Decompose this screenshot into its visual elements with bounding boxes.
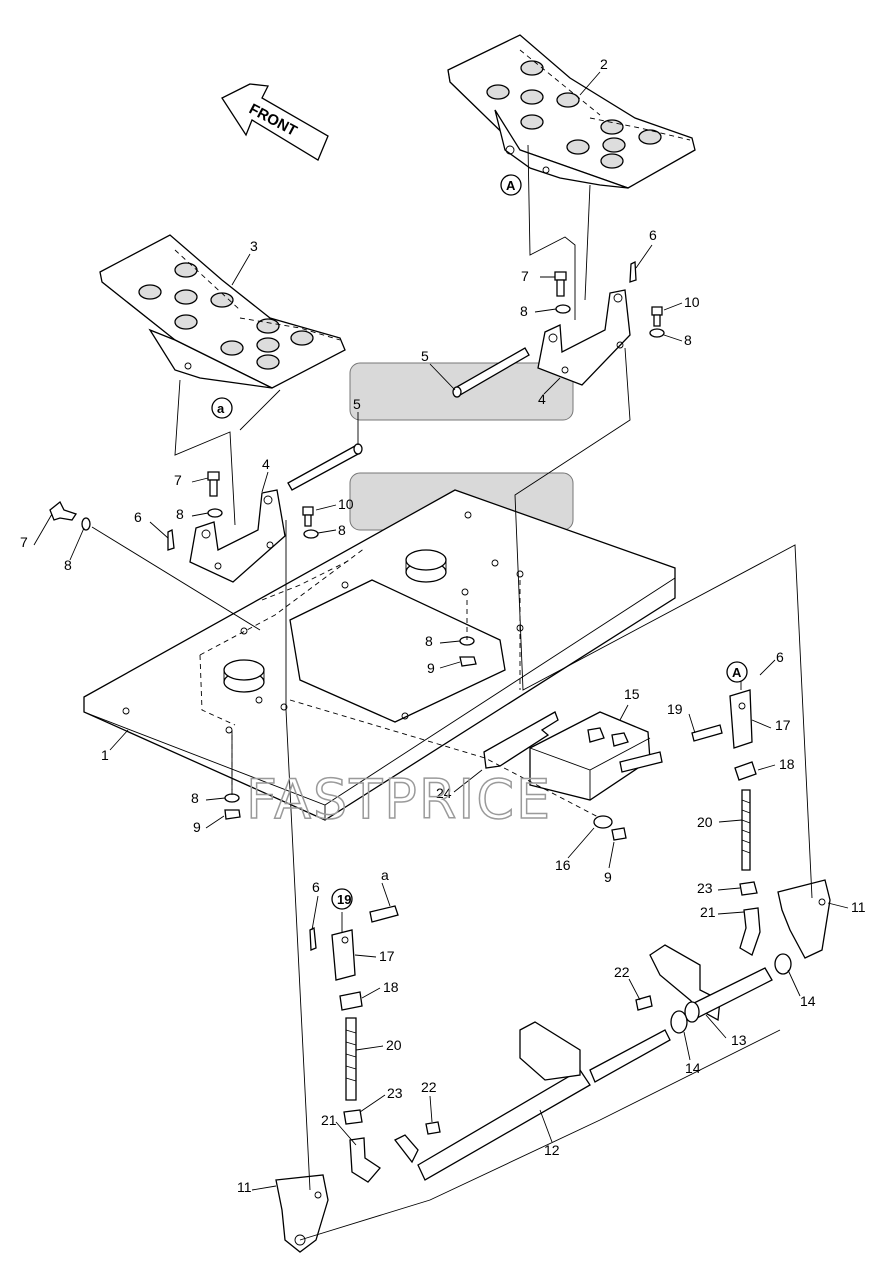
leader-lines	[91, 144, 813, 1241]
callout-9: 9	[427, 660, 435, 676]
callout-14: 14	[685, 1060, 701, 1076]
callout-leaders	[33, 71, 849, 1191]
callout-24: 24	[436, 785, 452, 801]
callout-10: 10	[338, 496, 354, 512]
callout-8: 8	[338, 522, 346, 538]
marker-A-lower: A	[732, 665, 742, 680]
callout-15: 15	[624, 686, 640, 702]
callout-8: 8	[176, 506, 184, 522]
pivot-plate	[483, 711, 559, 769]
marker-a-upper: a	[217, 401, 225, 416]
callout-labels: 2 3 6 7 8 10 8 5 4 5 4 7 8 10 8 6 7 8 8 …	[20, 56, 866, 1195]
callout-21: 21	[321, 1112, 337, 1128]
fasteners	[49, 260, 665, 841]
callout-8: 8	[191, 790, 199, 806]
linkage-right	[635, 689, 831, 1034]
callout-2: 2	[600, 56, 608, 72]
hinge-pin-lower	[287, 443, 363, 491]
callout-18: 18	[779, 756, 795, 772]
callout-9: 9	[604, 869, 612, 885]
callout-19: 19	[667, 701, 683, 717]
hinge-bracket-upper	[537, 289, 631, 386]
callout-4: 4	[538, 391, 546, 407]
callout-6: 6	[776, 649, 784, 665]
callout-22: 22	[614, 964, 630, 980]
callout-1: 1	[101, 747, 109, 763]
callout-23: 23	[697, 880, 713, 896]
callout-5: 5	[353, 396, 361, 412]
callout-3: 3	[250, 238, 258, 254]
callout-23: 23	[387, 1085, 403, 1101]
callout-22: 22	[421, 1079, 437, 1095]
marker-a-lower: 19	[337, 892, 351, 907]
foot-plate-right	[447, 34, 696, 189]
watermark-text: FASTPRICE	[246, 768, 552, 831]
callout-8: 8	[520, 303, 528, 319]
callout-14: 14	[800, 993, 816, 1009]
callout-8: 8	[64, 557, 72, 573]
callout-12: 12	[544, 1142, 560, 1158]
callout-20: 20	[697, 814, 713, 830]
callout-7: 7	[174, 472, 182, 488]
hinge-bracket-lower	[189, 489, 286, 583]
callout-17: 17	[775, 717, 791, 733]
callout-9: 9	[193, 819, 201, 835]
foot-plate-left	[99, 234, 346, 389]
callout-11: 11	[851, 899, 866, 915]
callout-4: 4	[262, 456, 270, 472]
callout-17: 17	[379, 948, 395, 964]
callout-21: 21	[700, 904, 716, 920]
callout-6: 6	[134, 509, 142, 525]
callout-8: 8	[425, 633, 433, 649]
callout-13: 13	[731, 1032, 747, 1048]
pivot-block	[529, 711, 663, 801]
callout-10: 10	[684, 294, 700, 310]
callout-20: 20	[386, 1037, 402, 1053]
front-arrow: FRONT	[221, 83, 329, 161]
callout-5: 5	[421, 348, 429, 364]
callout-19: a	[381, 867, 389, 883]
callout-7: 7	[521, 268, 529, 284]
callout-11: 11	[237, 1179, 252, 1195]
callout-7: 7	[20, 534, 28, 550]
callout-8: 8	[684, 332, 692, 348]
callout-16: 16	[555, 857, 571, 873]
marker-A-upper: A	[506, 178, 516, 193]
callout-6: 6	[649, 227, 657, 243]
linkage-left	[275, 905, 671, 1253]
reference-markers: A a A 19	[211, 174, 748, 910]
callout-18: 18	[383, 979, 399, 995]
callout-6: 6	[312, 879, 320, 895]
